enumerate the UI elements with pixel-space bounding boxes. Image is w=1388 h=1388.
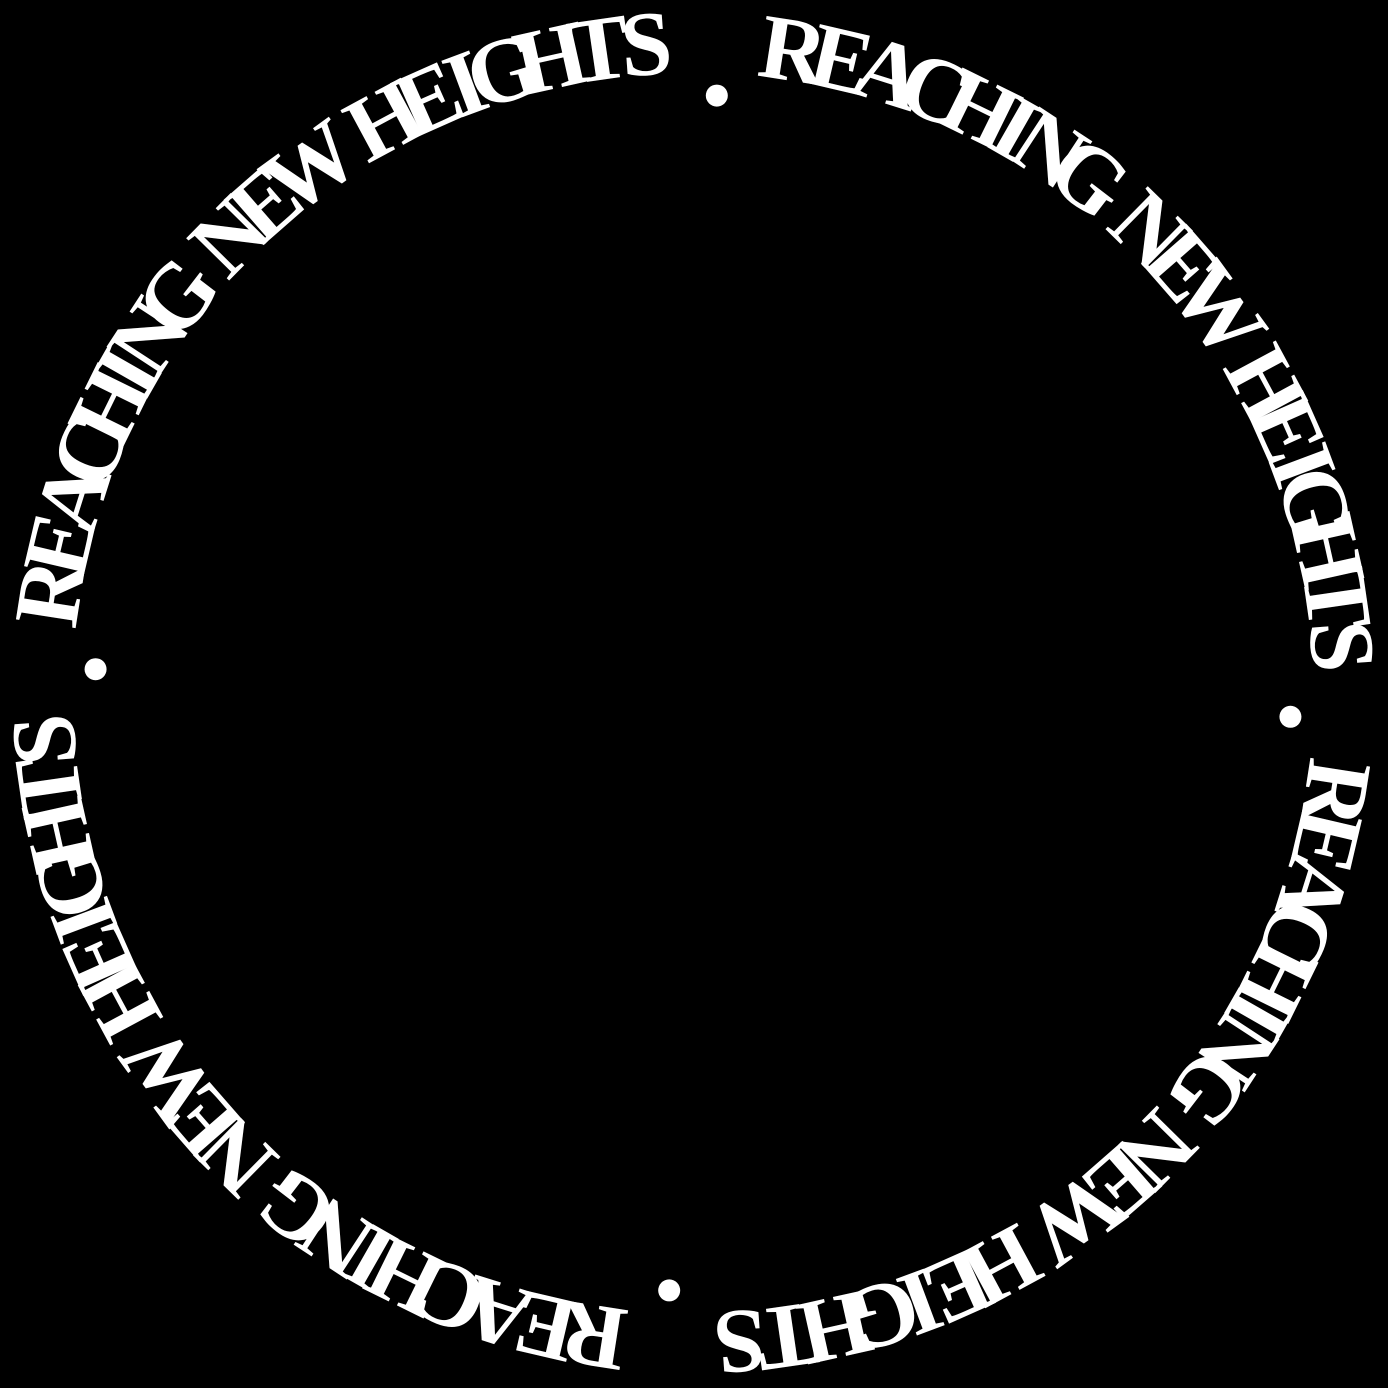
ring-character: T xyxy=(1282,561,1388,636)
ring-character: T xyxy=(0,749,104,824)
bullet-dot-icon xyxy=(658,1279,681,1302)
bullet-dot-icon xyxy=(705,84,728,107)
ring-character: S xyxy=(617,0,675,96)
ring-character: T xyxy=(561,0,636,104)
ring-character: S xyxy=(1290,617,1388,675)
ring-character: S xyxy=(0,711,96,769)
ring-character: S xyxy=(711,1290,769,1388)
ring-character: T xyxy=(749,1282,824,1388)
bullet-dot-icon xyxy=(84,658,107,681)
bullet-dot-icon xyxy=(1279,705,1302,728)
